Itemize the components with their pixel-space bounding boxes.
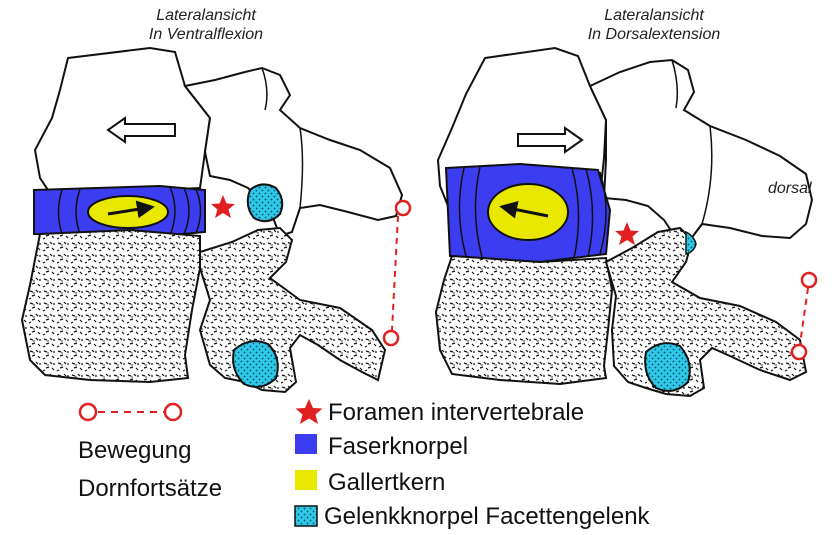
legend-motion-label-line1: Bewegung: [78, 436, 191, 465]
legend-fibrocartilage-label: Faserknorpel: [328, 432, 468, 461]
spinous-motion-point-upper: [396, 201, 410, 215]
legend-nucleus-swatch: [295, 470, 317, 490]
lower-vertebral-body: [436, 256, 612, 384]
panel-dorsal-extension: [436, 48, 816, 396]
panel-title-left-line2: In Ventralflexion: [96, 25, 316, 44]
foramen-star-icon: [615, 222, 639, 245]
spinous-motion-point-lower: [384, 331, 398, 345]
panel-title-right-line2: In Dorsalextension: [544, 25, 764, 44]
legend-motion-label-line2: Dornfortsätze: [78, 474, 222, 503]
upper-vertebral-arch: [590, 60, 812, 240]
spinous-motion-point-upper: [802, 273, 816, 287]
panel-title-left: Lateralansicht In Ventralflexion: [96, 6, 316, 44]
panel-title-left-line1: Lateralansicht: [96, 6, 316, 25]
legend-motion-point-icon: [80, 404, 96, 420]
facet-cartilage-upper: [248, 184, 283, 221]
legend-motion-point-icon: [165, 404, 181, 420]
legend-star-icon: [296, 399, 323, 424]
spinous-motion-line: [392, 216, 398, 330]
lower-vertebral-body: [22, 230, 200, 382]
panel-title-right-line1: Lateralansicht: [544, 6, 764, 25]
legend-foramen-label: Foramen intervertebrale: [328, 398, 584, 427]
legend-fibrocartilage-swatch: [295, 434, 317, 454]
legend-cartilage-swatch: [295, 506, 317, 526]
foramen-star-icon: [211, 195, 235, 218]
panel-ventral-flexion: [22, 48, 410, 392]
spinous-motion-line: [800, 288, 808, 344]
lower-vertebral-arch: [200, 228, 385, 392]
panel-title-right: Lateralansicht In Dorsalextension: [544, 6, 764, 44]
legend-cartilage-label: Gelenkknorpel Facettengelenk: [324, 502, 650, 531]
lower-vertebral-arch: [606, 228, 806, 396]
legend-nucleus-label: Gallertkern: [328, 468, 445, 497]
facet-cartilage-lower: [645, 343, 690, 391]
spinous-motion-point-lower: [792, 345, 806, 359]
facet-cartilage-lower: [233, 341, 278, 387]
direction-label: dorsal: [768, 180, 812, 198]
